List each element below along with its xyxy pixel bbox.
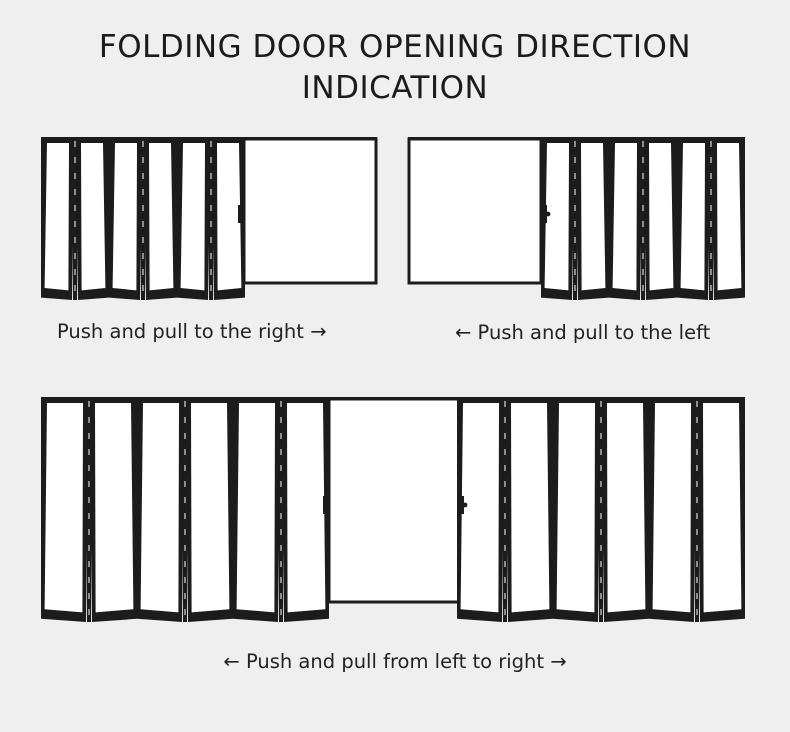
door-panel-glass bbox=[112, 143, 137, 291]
page-title-line-2: INDICATION bbox=[301, 70, 489, 106]
door-panel-glass bbox=[717, 143, 742, 291]
door-panel-glass bbox=[140, 403, 179, 613]
door-panel-glass bbox=[217, 143, 242, 291]
door-handle-knob bbox=[325, 502, 331, 508]
door-panel-glass bbox=[191, 403, 230, 613]
door-panel-glass bbox=[581, 143, 606, 291]
door-panel-glass bbox=[544, 143, 569, 291]
hinge-post bbox=[573, 137, 577, 300]
hinge-post bbox=[503, 397, 507, 622]
door-panel-glass bbox=[556, 403, 595, 613]
hinge-post bbox=[279, 397, 283, 622]
hinge-post bbox=[73, 137, 77, 300]
door-panel-glass bbox=[680, 143, 705, 291]
hinge-post bbox=[709, 137, 713, 300]
door-panel-glass bbox=[607, 403, 646, 613]
door-panel-glass bbox=[81, 143, 106, 291]
door-panel-glass bbox=[703, 403, 742, 613]
door-handle bbox=[238, 205, 242, 223]
door-diagram-push-both bbox=[41, 397, 745, 622]
hinge-post bbox=[87, 397, 91, 622]
door-handle-knob bbox=[545, 211, 551, 217]
door-handle bbox=[543, 205, 547, 223]
door-panel-glass bbox=[652, 403, 691, 613]
hinge-post bbox=[141, 137, 145, 300]
door-panel-glass bbox=[511, 403, 550, 613]
door-panel-glass bbox=[44, 143, 69, 291]
door-handle bbox=[460, 496, 464, 514]
door-handle-knob bbox=[462, 502, 468, 508]
door-panel-glass bbox=[460, 403, 499, 613]
caption-push-both: ← Push and pull from left to right → bbox=[223, 650, 567, 673]
door-panel-glass bbox=[149, 143, 174, 291]
hinge-post bbox=[641, 137, 645, 300]
door-handle-knob bbox=[240, 211, 246, 217]
hinge-post bbox=[695, 397, 699, 622]
door-opening bbox=[327, 397, 462, 604]
hinge-post bbox=[183, 397, 187, 622]
page-title-line-1: FOLDING DOOR OPENING DIRECTION bbox=[98, 29, 692, 65]
door-panel-glass bbox=[612, 143, 637, 291]
door-panel-glass bbox=[287, 403, 326, 613]
caption-push-left: ← Push and pull to the left bbox=[455, 321, 711, 344]
caption-push-right: Push and pull to the right → bbox=[57, 320, 327, 343]
hinge-post bbox=[209, 137, 213, 300]
door-diagram-push-right bbox=[41, 137, 378, 300]
door-panel-glass bbox=[95, 403, 134, 613]
door-opening bbox=[407, 137, 543, 285]
door-opening bbox=[242, 137, 378, 285]
door-panel-glass bbox=[649, 143, 674, 291]
door-handle bbox=[323, 496, 327, 514]
door-panel-glass bbox=[236, 403, 275, 613]
door-panel-glass bbox=[44, 403, 83, 613]
hinge-post bbox=[599, 397, 603, 622]
door-panel-glass bbox=[180, 143, 205, 291]
door-diagram-push-left bbox=[407, 137, 745, 300]
